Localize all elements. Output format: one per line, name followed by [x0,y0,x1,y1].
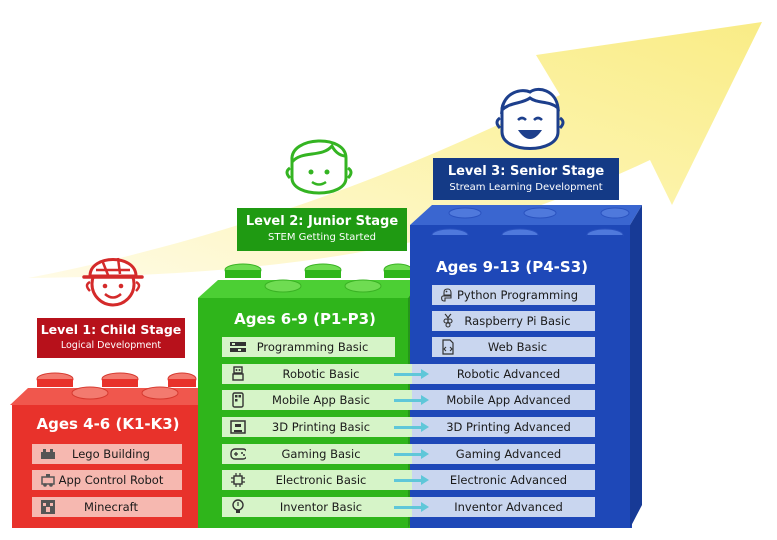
course-label: Mobile App Advanced [446,393,571,407]
mobile-app-icon [230,392,246,408]
course-label: Mobile App Basic [272,393,370,407]
course-minecraft[interactable]: Minecraft [32,497,182,517]
level1-title: Level 1: Child Stage [40,322,182,337]
lego-brick-icon [40,447,56,461]
progress-arrow [394,475,429,485]
chip-icon [230,473,246,487]
gamepad-icon [230,447,246,461]
course-electronic-advanced[interactable]: Electronic Advanced [412,470,595,490]
level1-subtitle: Logical Development [60,340,162,351]
course-label: Programming Basic [256,340,369,354]
course-robotic-basic[interactable]: Robotic Basic [222,364,412,384]
course-label: Minecraft [84,500,138,514]
course-label: 3D Printing Advanced [446,420,571,434]
course-label: Inventor Advanced [454,500,563,514]
course-gaming-advanced[interactable]: Gaming Advanced [412,444,595,464]
course-label: Python Programming [456,288,579,302]
lightbulb-icon [230,499,246,514]
course-web-basic[interactable]: Web Basic [432,337,595,357]
level2-subtitle: STEM Getting Started [268,232,376,243]
creeper-icon [40,500,56,514]
course-label: Gaming Advanced [455,447,562,461]
level3-subtitle: Stream Learning Development [449,182,603,193]
course-label: App Control Robot [58,473,164,487]
course-gaming-basic[interactable]: Gaming Basic [222,444,412,464]
level1-label: Level 1: Child Stage Logical Development [37,318,185,358]
3d-printer-icon [230,420,246,434]
progress-arrow [394,449,429,459]
progress-arrow [394,502,429,512]
course-label: Robotic Advanced [456,367,561,381]
course-python-programming[interactable]: Python Programming [432,285,595,305]
course-label: Lego Building [72,447,150,461]
level2-title: Level 2: Junior Stage [245,214,399,229]
progress-arrow [394,395,429,405]
course-electronic-basic[interactable]: Electronic Basic [222,470,412,490]
course-mobile-app-basic[interactable]: Mobile App Basic [222,390,412,410]
web-code-icon [440,339,456,355]
course-mobile-app-advanced[interactable]: Mobile App Advanced [412,390,595,410]
course-label: 3D Printing Basic [271,420,371,434]
senior-avatar-icon [495,87,565,150]
course-label: Web Basic [487,340,548,354]
course-label: Robotic Basic [282,367,360,381]
junior-avatar-icon [285,139,353,195]
course-label: Electronic Advanced [449,473,568,487]
level1-ages: Ages 4-6 (K1-K3) [36,415,180,433]
raspberry-pi-icon [440,313,456,328]
course-label: Gaming Basic [281,447,361,461]
course-3d-printing-advanced[interactable]: 3D Printing Advanced [412,417,595,437]
course-label: Electronic Basic [275,473,367,487]
level3-ages: Ages 9-13 (P4-S3) [435,258,589,276]
course-lego-building[interactable]: Lego Building [32,444,182,464]
code-blocks-icon [230,340,246,354]
level2-ages: Ages 6-9 (P1-P3) [234,310,376,328]
course-inventor-advanced[interactable]: Inventor Advanced [412,497,595,517]
course-robotic-advanced[interactable]: Robotic Advanced [412,364,595,384]
course-label: Inventor Basic [279,500,363,514]
level3-label: Level 3: Senior Stage Stream Learning De… [433,158,619,200]
progress-arrow [394,369,429,379]
child-avatar-icon [82,257,144,307]
course-programming-basic[interactable]: Programming Basic [222,337,395,357]
robot-icon [230,366,246,381]
level3-title: Level 3: Senior Stage [447,164,605,179]
course-label: Raspberry Pi Basic [464,314,571,328]
course-inventor-basic[interactable]: Inventor Basic [222,497,412,517]
robot-car-icon [40,473,56,487]
progress-arrow [394,422,429,432]
python-icon [440,288,456,302]
course-raspberry-pi-basic[interactable]: Raspberry Pi Basic [432,311,595,331]
course-3d-printing-basic[interactable]: 3D Printing Basic [222,417,412,437]
level2-label: Level 2: Junior Stage STEM Getting Start… [237,208,407,251]
course-app-control-robot[interactable]: App Control Robot [32,470,182,490]
